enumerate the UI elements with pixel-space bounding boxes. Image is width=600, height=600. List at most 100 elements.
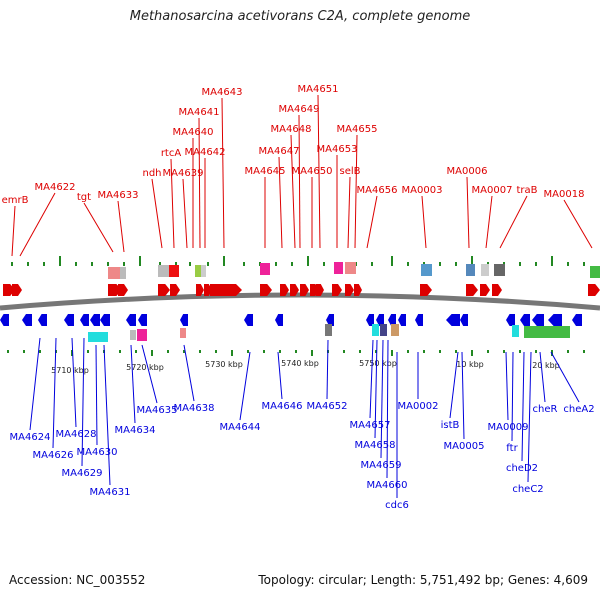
reverse-gene-arrow — [64, 314, 74, 326]
top-gene-label: MA4639 — [163, 168, 204, 179]
top-gene-label: MA4650 — [292, 166, 333, 177]
gene-label-leader — [527, 351, 532, 483]
forward-gene-arrow — [118, 284, 128, 296]
reverse-gene-arrow — [446, 314, 460, 326]
reverse-gene-arrow — [100, 314, 110, 326]
reverse-gene-arrow — [0, 314, 9, 326]
bottom-gene-label: MA4644 — [220, 422, 261, 433]
top-gene-label: MA4633 — [98, 190, 139, 201]
scale-label: 5710 kbp — [51, 366, 89, 375]
forward-gene-arrow — [345, 284, 354, 296]
reverse-gene-arrow — [244, 314, 253, 326]
reverse-gene-arrow — [326, 314, 334, 326]
reverse-gene-arrow — [38, 314, 47, 326]
forward-gene-arrow — [420, 284, 432, 296]
gene-feature-box — [120, 267, 126, 279]
top-gene-label: MA0018 — [544, 189, 585, 200]
reverse-gene-arrow — [548, 314, 562, 326]
top-gene-label: rtcA — [161, 148, 182, 159]
gene-label-leader — [386, 339, 389, 479]
bottom-gene-label: MA4657 — [350, 420, 391, 431]
top-gene-label: MA4647 — [259, 146, 300, 157]
gene-label-leader — [81, 337, 85, 467]
reverse-gene-arrow — [80, 314, 89, 326]
bottom-gene-label: MA4631 — [90, 487, 131, 498]
bottom-gene-label: MA4634 — [115, 425, 156, 436]
gene-label-leader — [198, 117, 201, 249]
gene-label-leader — [290, 134, 296, 249]
gene-feature-box — [201, 265, 206, 277]
gene-label-leader — [117, 200, 125, 253]
gene-feature-box — [494, 264, 505, 276]
gene-label-leader — [466, 176, 470, 249]
forward-gene-arrow — [300, 284, 309, 296]
top-gene-label: MA4640 — [173, 127, 214, 138]
bottom-gene-label: MA4646 — [262, 401, 303, 412]
reverse-gene-arrow — [180, 314, 188, 326]
gene-label-leader — [278, 156, 283, 249]
top-gene-label: selB — [339, 166, 360, 177]
gene-feature-box — [260, 263, 270, 275]
gene-label-leader — [141, 344, 158, 404]
bottom-gene-label: cdc6 — [385, 500, 409, 511]
gene-label-leader — [369, 339, 374, 419]
bottom-gene-label: MA4629 — [62, 468, 103, 479]
reverse-gene-arrow — [376, 314, 384, 326]
reverse-gene-arrow — [398, 314, 406, 326]
forward-gene-arrow — [466, 284, 478, 296]
gene-feature-box — [590, 266, 600, 278]
gene-feature-box — [158, 265, 169, 277]
gene-label-leader — [511, 351, 514, 442]
reverse-gene-arrow — [572, 314, 582, 326]
gene-feature-box — [421, 264, 432, 276]
gene-label-leader — [182, 178, 188, 249]
reverse-gene-arrow — [520, 314, 530, 326]
top-gene-label: MA4622 — [35, 182, 76, 193]
gene-label-leader — [19, 192, 56, 257]
gene-label-leader — [563, 199, 593, 249]
gene-feature-box — [130, 330, 136, 340]
top-gene-label: traB — [516, 185, 537, 196]
top-gene-label: ndh — [142, 168, 161, 179]
gene-label-leader — [374, 339, 378, 439]
gene-feature-box — [334, 262, 343, 274]
bottom-gene-label: MA4624 — [10, 432, 51, 443]
forward-gene-arrow — [290, 284, 299, 296]
bottom-gene-label: MA4628 — [56, 429, 97, 440]
forward-gene-arrow — [12, 284, 22, 296]
reverse-gene-arrow — [90, 314, 100, 326]
forward-gene-arrow — [260, 284, 272, 296]
gene-label-leader — [239, 351, 251, 421]
forward-gene-arrow — [280, 284, 289, 296]
bottom-gene-label: cheC2 — [512, 484, 543, 495]
gene-label-leader — [71, 337, 77, 428]
bottom-gene-label: MA4630 — [77, 447, 118, 458]
bottom-gene-label: MA4638 — [174, 403, 215, 414]
forward-gene-arrow — [492, 284, 502, 296]
scale-label: 5730 kbp — [205, 360, 243, 369]
top-gene-label: MA0007 — [472, 185, 513, 196]
gene-feature-box — [481, 264, 489, 276]
top-gene-label: emrB — [2, 195, 29, 206]
bottom-gene-label: MA0005 — [444, 441, 485, 452]
gene-feature-box — [325, 324, 332, 336]
top-gene-label: MA4643 — [202, 87, 243, 98]
reverse-gene-arrow — [506, 314, 515, 326]
bottom-gene-label: istB — [441, 420, 460, 431]
gene-feature-box — [372, 324, 379, 336]
forward-gene-arrow — [210, 284, 242, 296]
scale-label: 10 kbp — [456, 360, 484, 369]
forward-gene-arrow — [158, 284, 170, 296]
bottom-gene-label: MA4626 — [33, 450, 74, 461]
gene-feature-box — [169, 265, 179, 277]
gene-feature-box — [195, 265, 201, 277]
genome-title: Methanosarcina acetivorans C2A, complete… — [129, 9, 471, 24]
gene-feature-box — [180, 328, 186, 338]
bottom-gene-label: MA4658 — [355, 440, 396, 451]
bottom-gene-label: cheD2 — [506, 463, 538, 474]
top-gene-label: MA4651 — [298, 84, 339, 95]
gene-feature-box — [108, 267, 120, 279]
gene-label-leader — [11, 205, 16, 257]
scale-label: 5750 kbp — [359, 359, 397, 368]
